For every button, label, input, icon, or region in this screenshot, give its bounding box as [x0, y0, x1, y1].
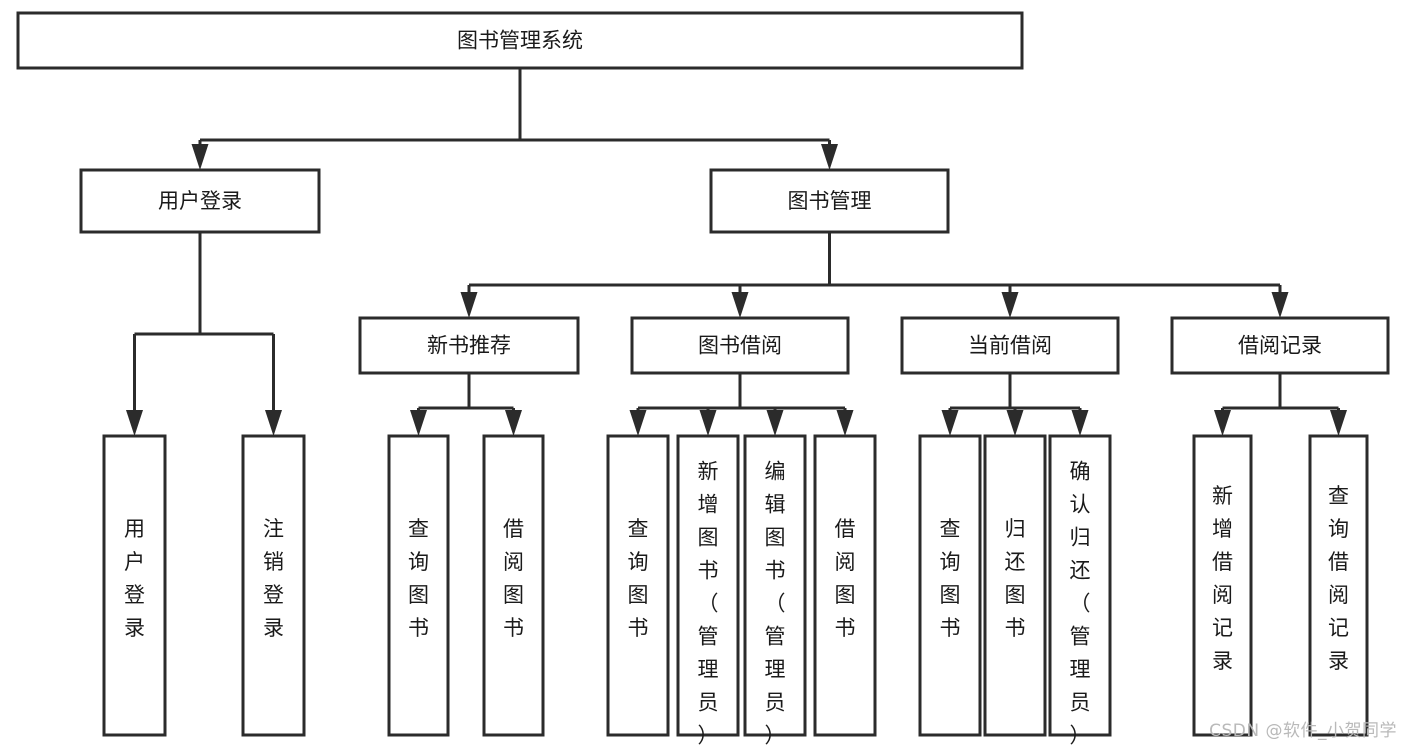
- node-box[interactable]: [813, 434, 877, 737]
- node-label: 新增借阅记录: [1212, 484, 1233, 673]
- node-box[interactable]: [1170, 316, 1390, 375]
- node-leaf-query-book-borrow[interactable]: 查询图书: [606, 434, 670, 737]
- connector-arrowhead: [265, 410, 282, 436]
- node-box[interactable]: [918, 434, 982, 737]
- node-label: 借阅图书: [503, 517, 524, 640]
- connector-arrowhead: [126, 410, 143, 436]
- node-leaf-add-book[interactable]: 新增图书（管理员）: [676, 434, 740, 747]
- node-box[interactable]: [358, 316, 580, 375]
- node-box[interactable]: [630, 316, 850, 375]
- node-box[interactable]: [241, 434, 306, 737]
- connectors-layer: [126, 68, 1347, 436]
- node-label: 新增图书（管理员）: [698, 460, 719, 747]
- connector-arrowhead: [191, 144, 209, 170]
- node-box[interactable]: [709, 168, 950, 234]
- node-leaf-add-borrow-record[interactable]: 新增借阅记录: [1192, 434, 1253, 737]
- node-label: 编辑图书（管理员）: [765, 460, 786, 747]
- node-current-borrow[interactable]: 当前借阅: [900, 316, 1120, 375]
- node-box[interactable]: [606, 434, 670, 737]
- node-leaf-query-book-current[interactable]: 查询图书: [918, 434, 982, 737]
- connector-group: [941, 373, 1089, 436]
- connector-arrowhead: [836, 410, 854, 436]
- node-label: 借阅图书: [835, 517, 856, 640]
- node-label: 确认归还（管理员）: [1070, 460, 1091, 747]
- node-label: 查询借阅记录: [1328, 484, 1349, 673]
- connector-arrowhead: [1071, 410, 1089, 436]
- node-box[interactable]: [79, 168, 321, 234]
- connector-arrowhead: [731, 292, 749, 318]
- connector-group: [629, 373, 854, 436]
- node-leaf-borrow-book[interactable]: 借阅图书: [813, 434, 877, 737]
- connector-group: [191, 68, 838, 170]
- node-label: 注销登录: [263, 517, 284, 640]
- node-user-login[interactable]: 用户登录: [79, 168, 321, 234]
- connector-arrowhead: [1271, 292, 1289, 318]
- connector-group: [410, 373, 522, 436]
- node-box[interactable]: [16, 11, 1024, 70]
- node-borrow-record[interactable]: 借阅记录: [1170, 316, 1390, 375]
- nodes-layer: 图书管理系统用户登录图书管理新书推荐图书借阅当前借阅借阅记录用户登录注销登录查询…: [16, 11, 1390, 747]
- node-label: 查询图书: [940, 517, 961, 640]
- node-box[interactable]: [676, 434, 740, 737]
- connector-arrowhead: [1330, 410, 1347, 436]
- node-leaf-user-login[interactable]: 用户登录: [102, 434, 167, 737]
- node-leaf-edit-book[interactable]: 编辑图书（管理员）: [743, 434, 807, 747]
- node-book-management[interactable]: 图书管理: [709, 168, 950, 234]
- node-box[interactable]: [983, 434, 1047, 737]
- node-label: 查询图书: [628, 517, 649, 640]
- connector-group: [126, 232, 282, 436]
- connector-arrowhead: [1006, 410, 1024, 436]
- connector-arrowhead: [629, 410, 647, 436]
- node-label: 用户登录: [124, 517, 145, 640]
- node-book-borrow[interactable]: 图书借阅: [630, 316, 850, 375]
- node-box[interactable]: [1048, 434, 1112, 737]
- connector-arrowhead: [941, 410, 959, 436]
- connector-arrowhead: [699, 410, 717, 436]
- node-label: 用户登录: [158, 189, 242, 213]
- connector-arrowhead: [410, 410, 427, 436]
- node-label: 当前借阅: [968, 334, 1052, 358]
- node-label: 图书管理: [788, 189, 872, 213]
- connector-arrowhead: [505, 410, 522, 436]
- node-root[interactable]: 图书管理系统: [16, 11, 1024, 70]
- node-leaf-query-borrow-record[interactable]: 查询借阅记录: [1308, 434, 1369, 737]
- node-label: 归还图书: [1005, 517, 1026, 640]
- connector-arrowhead: [1001, 292, 1019, 318]
- connector-arrowhead: [1214, 410, 1231, 436]
- node-box[interactable]: [387, 434, 450, 737]
- connector-group: [1214, 373, 1347, 436]
- node-leaf-user-logout[interactable]: 注销登录: [241, 434, 306, 737]
- connector-arrowhead: [460, 292, 478, 318]
- node-leaf-confirm-return[interactable]: 确认归还（管理员）: [1048, 434, 1112, 747]
- node-box[interactable]: [482, 434, 545, 737]
- node-label: 查询图书: [408, 517, 429, 640]
- node-label: 借阅记录: [1238, 334, 1322, 358]
- node-label: 新书推荐: [427, 334, 511, 358]
- node-box[interactable]: [1192, 434, 1253, 737]
- node-box[interactable]: [1308, 434, 1369, 737]
- connector-arrowhead: [766, 410, 784, 436]
- node-box[interactable]: [743, 434, 807, 737]
- node-leaf-return-book[interactable]: 归还图书: [983, 434, 1047, 737]
- node-box[interactable]: [900, 316, 1120, 375]
- connector-group: [460, 232, 1289, 318]
- node-label: 图书借阅: [698, 334, 782, 358]
- node-box[interactable]: [102, 434, 167, 737]
- node-new-book-recommend[interactable]: 新书推荐: [358, 316, 580, 375]
- node-leaf-query-book-recommend[interactable]: 查询图书: [387, 434, 450, 737]
- node-label: 图书管理系统: [457, 29, 583, 53]
- connector-arrowhead: [821, 144, 838, 170]
- node-leaf-borrow-book-recommend[interactable]: 借阅图书: [482, 434, 545, 737]
